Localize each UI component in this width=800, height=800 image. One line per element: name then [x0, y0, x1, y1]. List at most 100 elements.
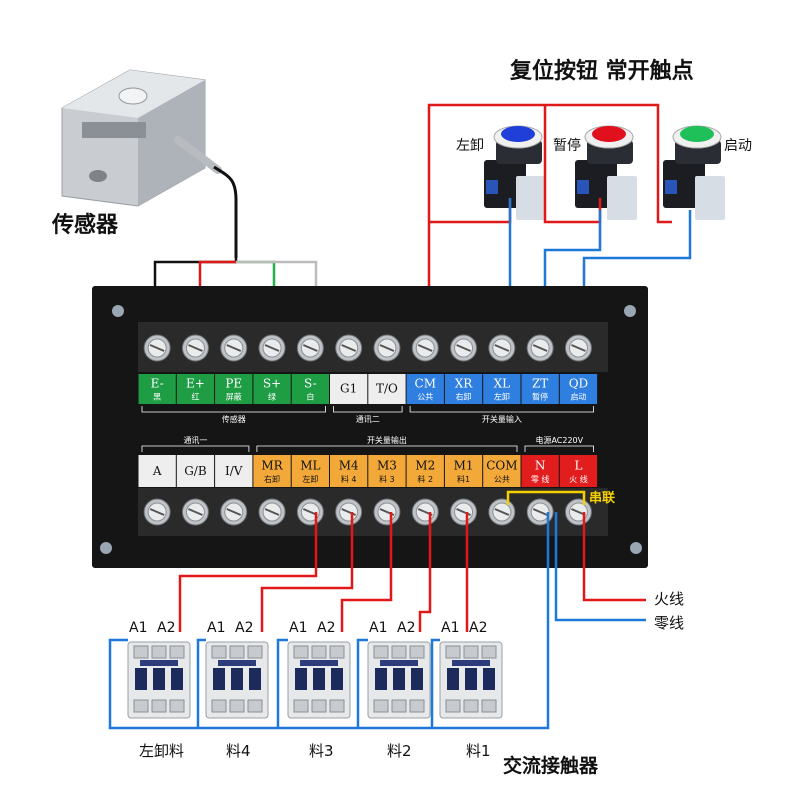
terminal-label: E+红: [176, 374, 215, 404]
terminal-code: S+: [263, 377, 281, 391]
terminal-screw: [488, 498, 516, 526]
terminal-sub: 火 线: [569, 474, 588, 484]
terminal-code: G1: [340, 382, 357, 396]
button-cap: [592, 126, 626, 142]
terminal-sub: 料 4: [341, 474, 357, 484]
live-wire-label: 火线: [654, 590, 684, 608]
terminal-label: E-黑: [138, 374, 176, 404]
terminal-code: I/V: [225, 464, 243, 478]
group-label: 开关量输出: [367, 435, 407, 445]
terminal-code: M1: [454, 458, 474, 472]
contactor-label: 料1: [466, 742, 491, 760]
terminal-sub: 右卸: [456, 392, 472, 402]
terminal-label: L 火 线: [559, 455, 598, 487]
series-bracket: [506, 490, 586, 505]
terminal-label: T/O: [368, 374, 406, 404]
button-label: 暂停: [553, 137, 581, 154]
button-label: 启动: [724, 138, 752, 154]
push-buttons: 左卸 暂停 启动: [456, 125, 752, 220]
group-label: 传感器: [222, 414, 246, 424]
terminal-label: G1: [330, 374, 368, 404]
terminal-sub: 绿: [268, 393, 276, 402]
group-label: 开关量输入: [482, 414, 522, 424]
terminal-code: E+: [186, 377, 205, 391]
terminal-screw: [335, 498, 363, 526]
terminal-screw: [296, 498, 324, 526]
wire-cm-common: [427, 103, 672, 345]
terminal-screw: [564, 498, 592, 526]
terminal-screw: [564, 334, 592, 362]
terminal-code: XR: [455, 377, 474, 391]
terminal-code: PE: [225, 377, 242, 391]
contactors-title: 交流接触器: [503, 754, 599, 777]
top-group-labels: 传感器 通讯二 开关量输入: [141, 406, 594, 424]
terminal-screw: [296, 334, 324, 362]
terminal-screw: [143, 498, 171, 526]
sensor-illustration: [61, 69, 238, 258]
terminal-label: MR 右卸: [253, 455, 291, 487]
contactor-a1: A1: [289, 620, 307, 636]
terminal-code: G/B: [184, 464, 207, 478]
push-button: 暂停: [553, 125, 637, 220]
wires-bottom: [108, 512, 646, 730]
terminal-code: M3: [377, 458, 397, 472]
contactor-a2: A2: [157, 620, 175, 636]
terminal-code: A: [152, 464, 162, 478]
terminal-sub: 左卸: [494, 392, 510, 402]
button-cap: [501, 126, 535, 142]
group-label: 通讯一: [183, 435, 207, 445]
terminal-screw: [450, 334, 478, 362]
terminal-label: M2料 2: [406, 455, 444, 487]
terminal-sub: 白: [306, 392, 314, 402]
contactor-a1: A1: [369, 620, 387, 636]
terminal-screw: [220, 498, 248, 526]
terminal-code: N: [535, 458, 546, 472]
terminal-label: S+ 绿: [253, 374, 291, 404]
terminal-screw: [373, 334, 401, 362]
contactor-a1: A1: [207, 620, 225, 636]
button-label: 左卸: [456, 138, 484, 154]
terminal-sub: 料 3: [379, 474, 395, 484]
terminal-sub: 料 2: [417, 474, 433, 484]
terminal-code: S-: [304, 377, 317, 391]
terminal-sub: 料1: [457, 474, 470, 484]
terminal-sub: 暂停: [532, 392, 548, 402]
terminal-code: ZT: [532, 377, 548, 391]
contactor-label: 左卸料: [139, 742, 184, 760]
terminal-screw: [181, 334, 209, 362]
contactor-a2: A2: [317, 620, 335, 636]
terminal-code: L: [574, 458, 582, 472]
contactor-a2: A2: [235, 620, 253, 636]
sensor-title: 传感器: [51, 212, 119, 238]
series-label: 串联: [589, 490, 615, 506]
terminal-sub: 公共: [494, 475, 510, 484]
terminal-label: I/V: [215, 455, 253, 487]
contactor-label: 料3: [309, 742, 334, 760]
terminal-sub: 右卸: [264, 474, 280, 484]
terminal-label: M4料 4: [330, 455, 368, 487]
terminal-sub: 黑: [153, 393, 161, 402]
terminal-screw: [488, 334, 516, 362]
terminal-label: S-白: [291, 374, 329, 404]
terminal-code: MR: [261, 458, 283, 472]
terminal-screw: [258, 334, 286, 362]
terminal-code: QD: [569, 377, 588, 391]
terminal-screw: [526, 334, 554, 362]
terminal-screw: [373, 498, 401, 526]
terminal-code: CM: [415, 377, 436, 391]
group-label: 通讯二: [356, 414, 380, 424]
group-label: 电源AC220V: [535, 435, 583, 445]
terminal-label: N零 线: [521, 455, 559, 487]
